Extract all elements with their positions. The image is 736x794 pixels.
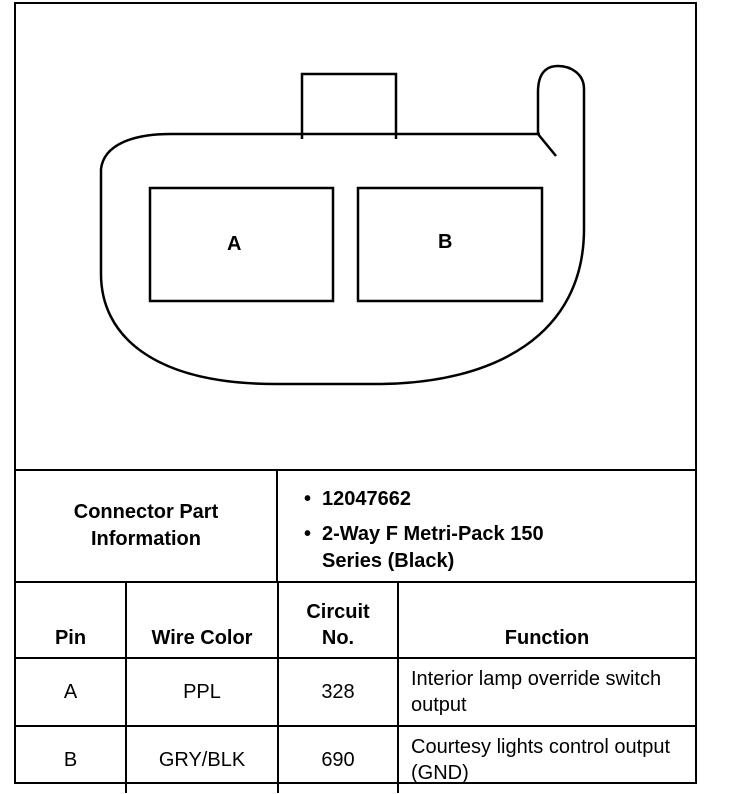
pin-cell: B — [16, 725, 127, 793]
part-info-item: • 2-Way F Metri-Pack 150 Series (Black) — [304, 521, 572, 575]
connector-type: 2-Way F Metri-Pack 150 Series (Black) — [322, 523, 544, 572]
header-pin: Pin — [16, 581, 127, 659]
part-number: 12047662 — [322, 488, 411, 510]
function-cell: Courtesy lights control output (GND) — [397, 725, 695, 793]
header-wire-color: Wire Color — [125, 581, 279, 659]
connector-sheet: A B Connector Part Information • 1204766… — [14, 2, 697, 793]
wire-color-cell: PPL — [125, 657, 279, 727]
wire-color-cell: GRY/BLK — [125, 725, 279, 793]
cavity-label-b: B — [438, 231, 453, 253]
header-circuit-label: Circuit No. — [306, 601, 370, 649]
cavity-label-a: A — [227, 233, 242, 255]
part-info-item: • 12047662 — [304, 486, 662, 513]
part-info-values-cell: • 12047662 • 2-Way F Metri-Pack 150 Seri… — [278, 471, 695, 581]
table-row: B GRY/BLK 690 Courtesy lights control ou… — [16, 725, 695, 793]
table-row: A PPL 328 Interior lamp override switch … — [16, 657, 695, 727]
part-info-label: Connector Part Information — [73, 501, 219, 550]
bullet-icon: • — [304, 488, 312, 510]
pinout-table: Pin Wire Color Circuit No. Function A PP… — [16, 581, 695, 793]
cavity-b — [356, 186, 544, 303]
circuit-cell: 690 — [277, 725, 399, 793]
circuit-cell: 328 — [277, 657, 399, 727]
header-circuit: Circuit No. — [277, 581, 399, 659]
latch-tab — [300, 72, 398, 139]
bullet-icon: • — [304, 523, 312, 545]
connector-part-info-row: Connector Part Information • 12047662 • … — [16, 469, 695, 581]
pin-cell: A — [16, 657, 127, 727]
cavity-a — [148, 186, 335, 303]
connector-outline — [99, 64, 586, 386]
connector-diagram: A B — [16, 4, 695, 469]
connector-body — [99, 64, 586, 386]
function-cell: Interior lamp override switch output — [397, 657, 695, 727]
part-info-label-cell: Connector Part Information — [16, 471, 278, 581]
header-function: Function — [397, 581, 695, 659]
pinout-header-row: Pin Wire Color Circuit No. Function — [16, 581, 695, 659]
